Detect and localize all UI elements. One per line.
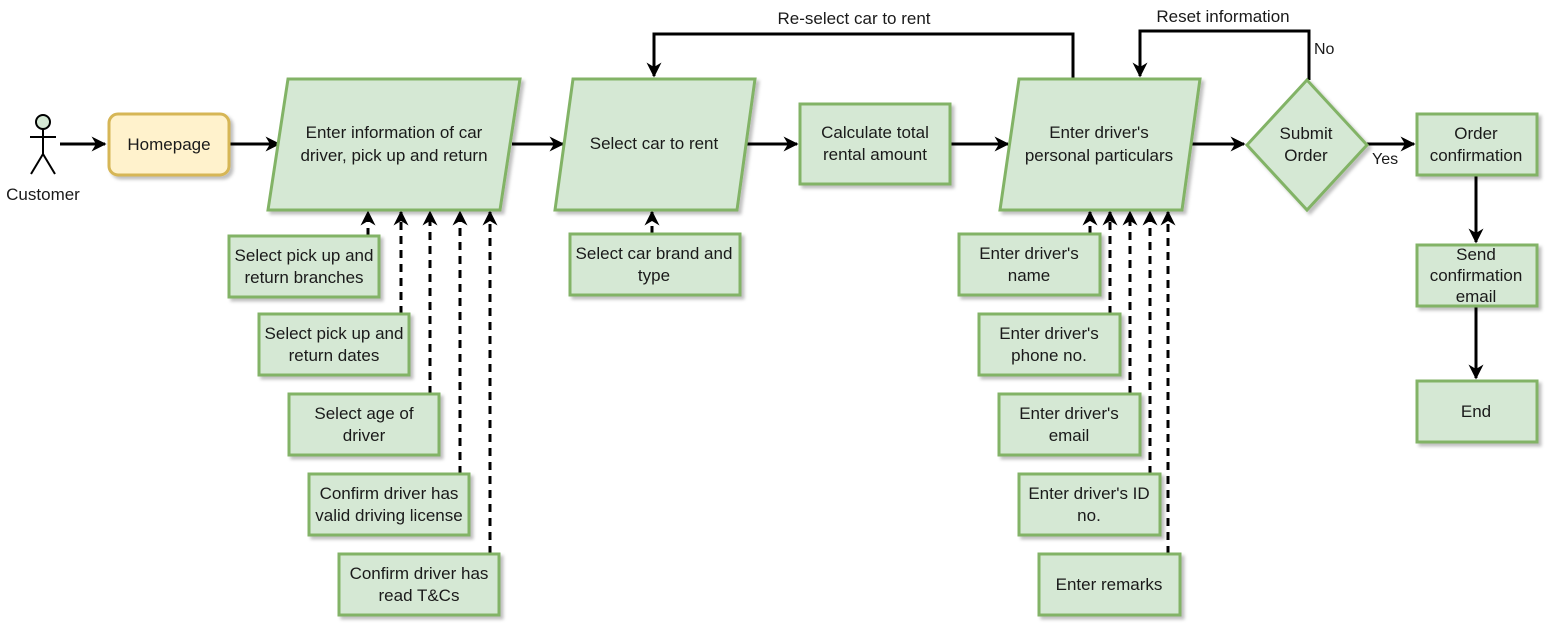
driver-name-line-2: name xyxy=(1008,266,1051,285)
input-driver-phone[interactable]: Enter driver's phone no. xyxy=(977,312,1122,377)
input-remarks[interactable]: Enter remarks xyxy=(1037,552,1182,617)
input-driver-id[interactable]: Enter driver's ID no. xyxy=(1017,472,1162,537)
input-driver-age[interactable]: Select age of driver xyxy=(287,392,441,457)
homepage-label: Homepage xyxy=(127,135,210,154)
node-send-email[interactable]: Send confirmation email xyxy=(1415,243,1539,308)
edge-reset-info xyxy=(1132,29,1311,80)
tcs-line-2: read T&Cs xyxy=(379,586,460,605)
tcs-line-1: Confirm driver has xyxy=(350,564,489,583)
age-line-2: driver xyxy=(343,426,386,445)
age-line-1: Select age of xyxy=(314,404,414,423)
enter-info-line-2: driver, pick up and return xyxy=(300,146,487,165)
node-driver-particulars[interactable]: Enter driver's personal particulars xyxy=(998,77,1202,212)
edge-label-reset: Reset information xyxy=(1156,7,1289,26)
calc-line-2: rental amount xyxy=(823,145,927,164)
input-license[interactable]: Confirm driver has valid driving license xyxy=(307,472,471,537)
driver-id-line-2: no. xyxy=(1077,506,1101,525)
pickup-dates-line-2: return dates xyxy=(289,346,380,365)
send-email-line-2: confirmation xyxy=(1430,266,1523,285)
input-pickup-branches[interactable]: Select pick up and return branches xyxy=(227,234,381,299)
node-order-confirmation[interactable]: Order confirmation xyxy=(1415,112,1539,177)
car-brand-line-1: Select car brand and xyxy=(576,244,733,263)
pickup-dates-line-1: Select pick up and xyxy=(265,324,404,343)
node-calculate[interactable]: Calculate total rental amount xyxy=(798,102,952,186)
driver-email-line-2: email xyxy=(1049,426,1090,445)
driver-line-1: Enter driver's xyxy=(1049,123,1149,142)
customer-actor: Customer xyxy=(6,114,80,204)
dashed-edges xyxy=(360,210,1176,554)
send-email-line-3: email xyxy=(1456,287,1497,306)
calc-line-1: Calculate total xyxy=(821,123,929,142)
driver-phone-line-1: Enter driver's xyxy=(999,324,1099,343)
node-select-car[interactable]: Select car to rent xyxy=(553,77,757,212)
node-enter-info[interactable]: Enter information of car driver, pick up… xyxy=(266,77,522,212)
submit-line-1: Submit xyxy=(1280,124,1333,143)
submit-line-2: Order xyxy=(1284,146,1328,165)
input-pickup-dates[interactable]: Select pick up and return dates xyxy=(257,312,411,377)
end-label: End xyxy=(1461,402,1491,421)
input-tcs[interactable]: Confirm driver has read T&Cs xyxy=(337,552,501,617)
select-car-label: Select car to rent xyxy=(590,134,719,153)
input-driver-name[interactable]: Enter driver's name xyxy=(957,232,1102,297)
license-line-1: Confirm driver has xyxy=(320,484,459,503)
edge-label-yes: Yes xyxy=(1372,151,1398,168)
edge-reselect-car xyxy=(646,32,1075,78)
edge-label-no: No xyxy=(1314,41,1335,58)
car-brand-line-2: type xyxy=(638,266,670,285)
driver-email-line-1: Enter driver's xyxy=(1019,404,1119,423)
input-car-brand[interactable]: Select car brand and type xyxy=(568,232,742,297)
input-driver-email[interactable]: Enter driver's email xyxy=(997,392,1142,457)
order-conf-line-1: Order xyxy=(1454,124,1498,143)
pickup-branches-line-2: return branches xyxy=(244,268,363,287)
driver-id-line-1: Enter driver's ID xyxy=(1028,484,1149,503)
driver-phone-line-2: phone no. xyxy=(1011,346,1087,365)
remarks-label: Enter remarks xyxy=(1056,575,1163,594)
driver-line-2: personal particulars xyxy=(1025,146,1173,165)
driver-name-line-1: Enter driver's xyxy=(979,244,1079,263)
node-homepage[interactable]: Homepage xyxy=(107,112,231,177)
edges xyxy=(60,29,1484,380)
edge-label-reselect: Re-select car to rent xyxy=(777,9,930,28)
actor-head-icon xyxy=(35,114,51,130)
customer-label: Customer xyxy=(6,185,80,204)
send-email-line-1: Send xyxy=(1456,245,1496,264)
pickup-branches-line-1: Select pick up and xyxy=(235,246,374,265)
node-submit-order[interactable]: Submit Order xyxy=(1244,77,1370,213)
node-end[interactable]: End xyxy=(1415,379,1539,444)
order-conf-line-2: confirmation xyxy=(1430,146,1523,165)
enter-info-line-1: Enter information of car xyxy=(306,123,483,142)
license-line-2: valid driving license xyxy=(315,506,462,525)
